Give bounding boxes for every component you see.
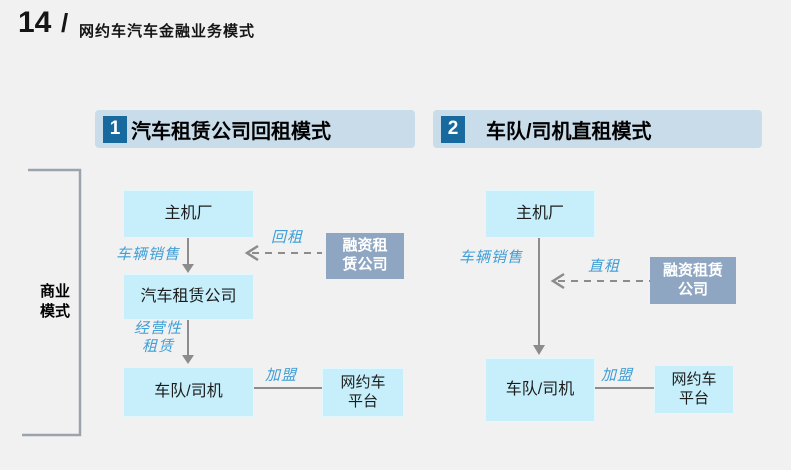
page-separator: /	[61, 8, 69, 38]
s1-edge-leaseback: 回租	[271, 229, 304, 246]
s2-edge-direct-lease: 直租	[588, 258, 621, 275]
business-model-label-line2: 模式	[39, 302, 70, 320]
business-model-bracket	[22, 168, 82, 437]
s2-node-fleet-driver: 车队/司机	[485, 358, 595, 422]
section-2-header: 2 车队/司机直租模式	[433, 110, 762, 148]
s2-arrow-oem-to-fleet	[533, 236, 545, 355]
page-number: 14	[18, 6, 52, 39]
s1-arrow-oem-to-leasing	[182, 236, 194, 273]
s1-edge-join: 加盟	[265, 367, 298, 384]
business-model-label-line1: 商业	[39, 283, 70, 300]
s2-edge-vehicle-sales: 车辆销售	[459, 249, 524, 266]
s1-operating-lease-line2: 租赁	[141, 338, 174, 355]
page-title: 网约车汽车金融业务模式	[79, 23, 256, 40]
s1-edge-vehicle-sales: 车辆销售	[116, 246, 181, 263]
s2-platform-line2: 平台	[678, 389, 709, 407]
s1-platform-line2: 平台	[347, 392, 378, 410]
s2-finance-line1: 融资租赁	[662, 261, 723, 279]
s2-edge-join: 加盟	[601, 367, 634, 384]
s2-node-oem: 主机厂	[485, 190, 595, 238]
s1-finance-line1: 融资租	[342, 237, 388, 255]
s1-node-fleet-driver: 车队/司机	[123, 367, 254, 417]
s1-operating-lease-line1: 经营性	[133, 320, 182, 337]
s1-finance-line2: 赁公司	[342, 256, 388, 273]
section-1-header: 1 汽车租赁公司回租模式	[95, 110, 415, 148]
s2-finance-line2: 公司	[677, 280, 708, 298]
s2-dashed-arrow-direct-lease	[550, 272, 650, 290]
s1-dashed-arrow-leaseback	[244, 244, 322, 262]
section-1-badge: 1	[103, 115, 127, 143]
s1-platform-line1: 网约车	[340, 373, 386, 391]
s2-node-finance-leasing-company: 融资租赁 公司	[650, 257, 736, 304]
s1-node-oem: 主机厂	[123, 190, 254, 238]
business-model-label: 商业 模式	[30, 282, 80, 321]
s1-node-ride-hailing-platform: 网约车 平台	[322, 368, 404, 417]
s1-arrow-leasing-to-fleet	[182, 318, 194, 364]
section-2-badge: 2	[441, 115, 465, 143]
s2-platform-line1: 网约车	[671, 370, 717, 388]
s1-node-leasing-company: 汽车租赁公司	[123, 274, 254, 320]
section-2-title: 车队/司机直租模式	[486, 120, 652, 143]
s1-node-finance-leasing-company: 融资租 赁公司	[326, 233, 404, 279]
section-1-title: 汽车租赁公司回租模式	[131, 120, 331, 143]
s1-edge-operating-lease: 经营性 租赁	[126, 320, 190, 356]
s2-node-ride-hailing-platform: 网约车 平台	[654, 365, 734, 414]
